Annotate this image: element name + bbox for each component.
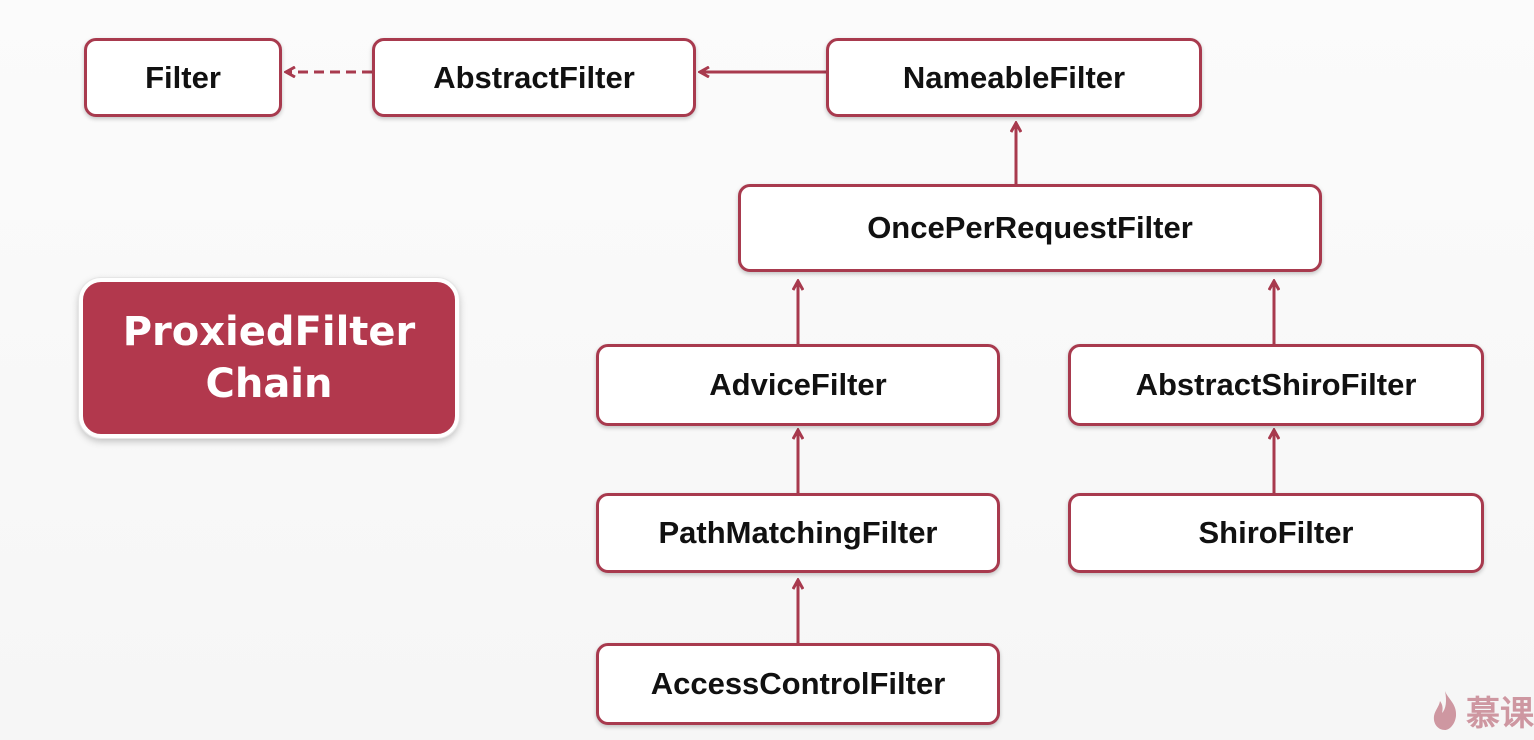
node-onceperrequestfilter: OncePerRequestFilter	[738, 184, 1322, 272]
node-shirofilter-label: ShiroFilter	[1198, 515, 1354, 550]
node-abstractshirofilter: AbstractShiroFilter	[1068, 344, 1484, 426]
node-pathmatchingfilter: PathMatchingFilter	[596, 493, 1000, 573]
node-filter: Filter	[84, 38, 282, 117]
node-advicefilter-label: AdviceFilter	[709, 367, 887, 402]
highlight-line-1: ProxiedFilter	[122, 309, 416, 355]
node-abstractfilter-label: AbstractFilter	[433, 59, 635, 95]
proxied-filter-chain-highlight: ProxiedFilter Chain	[79, 278, 459, 438]
node-accesscontrolfilter-label: AccessControlFilter	[650, 666, 946, 701]
highlight-line-2: Chain	[205, 361, 333, 407]
node-advicefilter: AdviceFilter	[596, 344, 1000, 426]
node-accesscontrolfilter: AccessControlFilter	[596, 643, 1000, 725]
node-pathmatchingfilter-label: PathMatchingFilter	[658, 515, 938, 550]
watermark-text: 慕课	[1466, 693, 1534, 734]
node-onceperrequestfilter-label: OncePerRequestFilter	[867, 210, 1193, 245]
node-shirofilter: ShiroFilter	[1068, 493, 1484, 573]
watermark-logo: 慕课	[1430, 680, 1534, 740]
node-nameablefilter-label: NameableFilter	[902, 59, 1126, 95]
flame-icon	[1433, 691, 1457, 730]
node-filter-label: Filter	[145, 59, 221, 95]
node-nameablefilter: NameableFilter	[826, 38, 1202, 117]
node-abstractshirofilter-label: AbstractShiroFilter	[1135, 367, 1417, 402]
node-abstractfilter: AbstractFilter	[372, 38, 696, 117]
